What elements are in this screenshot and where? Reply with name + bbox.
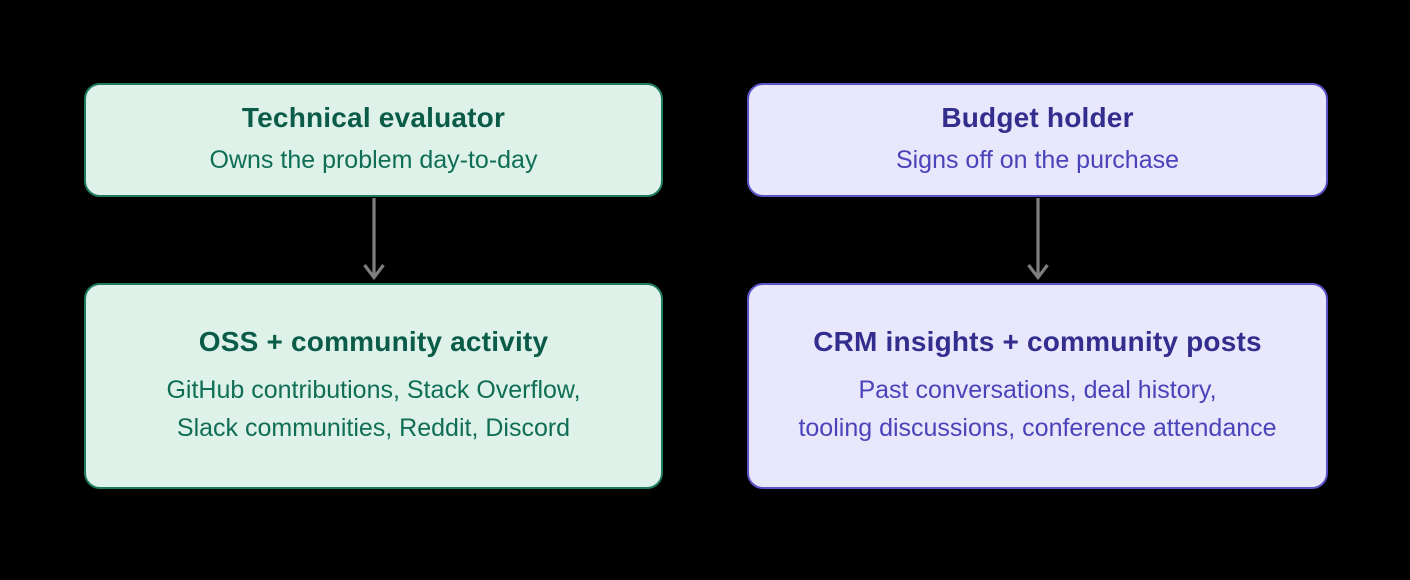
- arrow-down-icon: [1027, 198, 1049, 281]
- node-title: OSS + community activity: [198, 325, 549, 357]
- node-body-line: Past conversations, deal history,: [858, 375, 1217, 404]
- node-body-line: Slack communities, Reddit, Discord: [176, 413, 571, 442]
- node-subtitle: Owns the problem day-to-day: [209, 145, 538, 174]
- node-title: Technical evaluator: [241, 101, 506, 133]
- node-technical-evaluator: Technical evaluator Owns the problem day…: [84, 83, 663, 197]
- node-oss-community-activity: OSS + community activity GitHub contribu…: [84, 283, 663, 489]
- node-budget-holder: Budget holder Signs off on the purchase: [747, 83, 1328, 197]
- node-crm-insights-community-posts: CRM insights + community posts Past conv…: [747, 283, 1328, 489]
- node-title: CRM insights + community posts: [813, 325, 1262, 357]
- arrow-down-icon: [363, 198, 385, 281]
- node-title: Budget holder: [941, 101, 1134, 133]
- node-body-line: GitHub contributions, Stack Overflow,: [166, 375, 581, 404]
- node-subtitle: Signs off on the purchase: [895, 145, 1180, 174]
- node-body-line: tooling discussions, conference attendan…: [798, 413, 1277, 442]
